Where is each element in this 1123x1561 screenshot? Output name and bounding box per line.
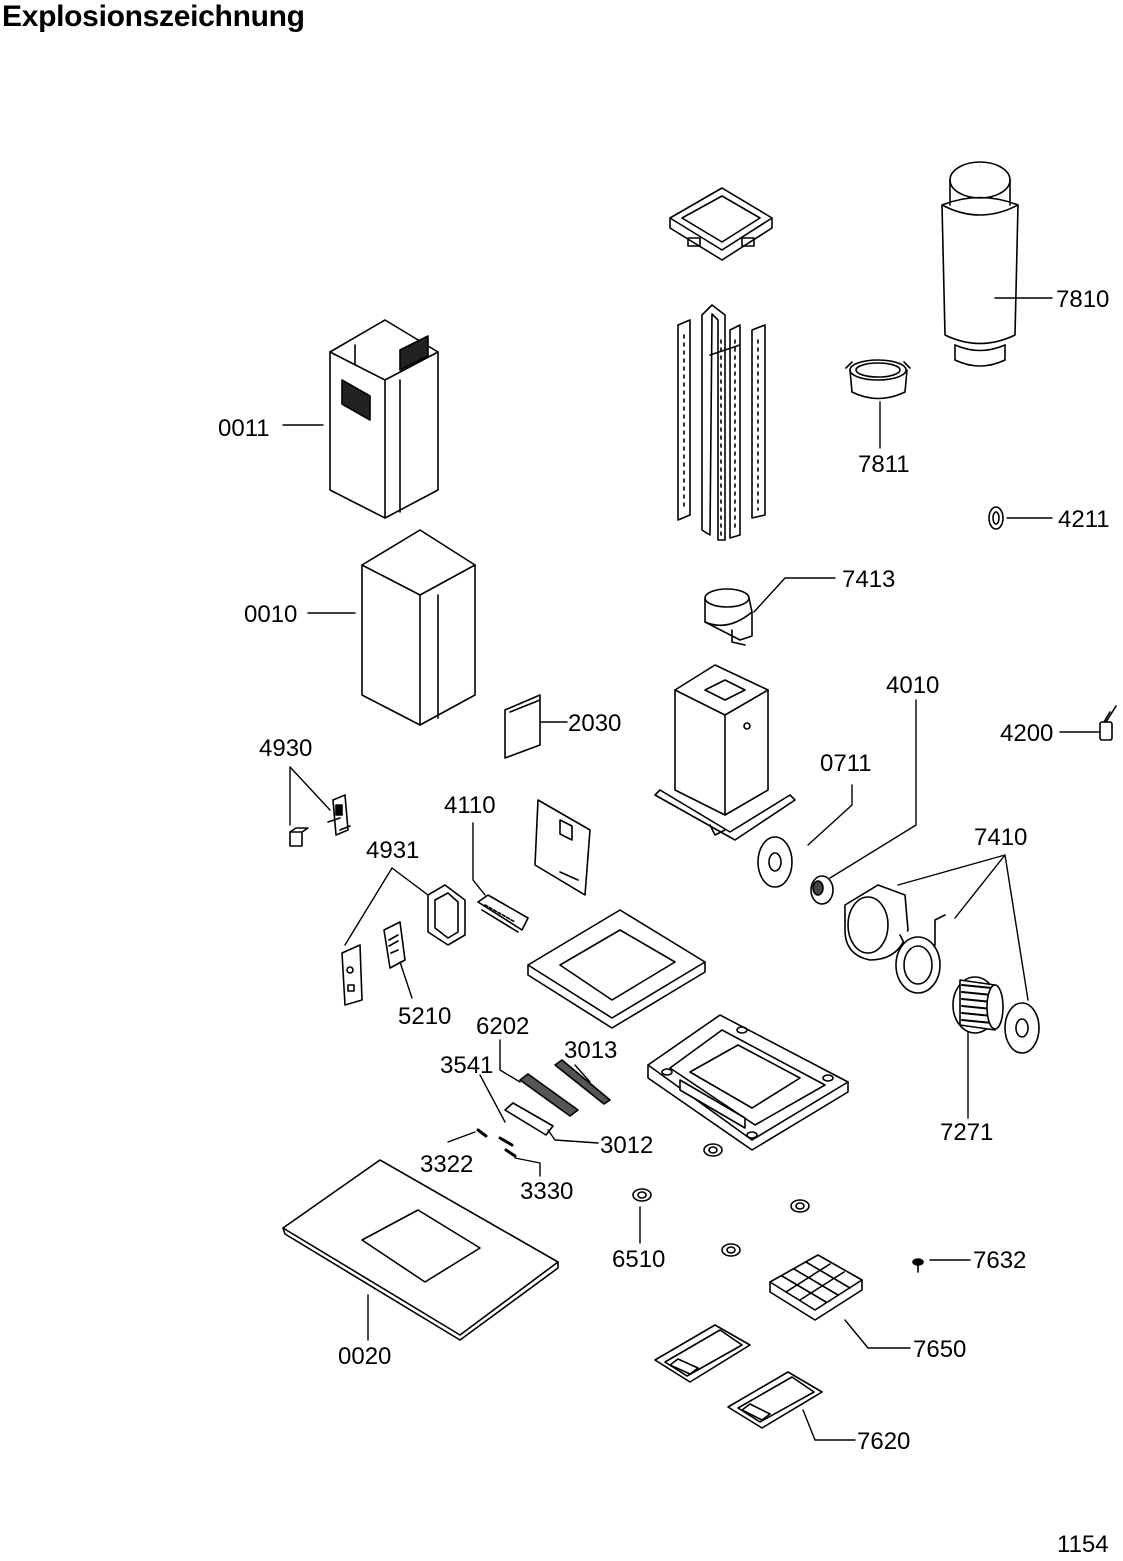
label-0011: 0011 bbox=[218, 415, 270, 442]
label-7413: 7413 bbox=[842, 566, 895, 593]
label-4110: 4110 bbox=[444, 792, 496, 819]
part-4200-capacitor bbox=[1100, 706, 1116, 740]
part-4110-light bbox=[478, 895, 528, 932]
label-0010: 0010 bbox=[244, 601, 297, 628]
label-5210: 5210 bbox=[398, 1003, 451, 1030]
page-number: 1154 bbox=[1057, 1531, 1109, 1558]
part-hood-tray bbox=[648, 1015, 848, 1150]
label-3012: 3012 bbox=[600, 1132, 653, 1159]
part-0011-upper-chimney bbox=[330, 320, 438, 518]
part-7811-ring bbox=[846, 360, 910, 399]
part-7271-blower-wheel bbox=[953, 977, 1003, 1033]
label-4931: 4931 bbox=[366, 837, 419, 864]
part-6510-dampers bbox=[633, 1144, 809, 1256]
label-7410: 7410 bbox=[974, 824, 1027, 851]
part-4931-control-frame bbox=[342, 885, 465, 1005]
part-motor-housing bbox=[655, 665, 795, 840]
part-7810-duct-hose bbox=[942, 162, 1018, 366]
label-7650: 7650 bbox=[913, 1336, 966, 1363]
label-0711: 0711 bbox=[820, 750, 872, 777]
label-7810: 7810 bbox=[1056, 286, 1109, 313]
part-7410-fan-housing bbox=[845, 885, 1039, 1053]
label-7271: 7271 bbox=[940, 1119, 993, 1146]
part-2030-panel bbox=[505, 695, 540, 758]
part-4010-motor bbox=[811, 876, 833, 904]
label-6202: 6202 bbox=[476, 1013, 529, 1040]
label-4211: 4211 bbox=[1058, 506, 1110, 533]
label-0020: 0020 bbox=[338, 1343, 391, 1370]
part-0711-ring-plate bbox=[758, 837, 792, 887]
label-6510: 6510 bbox=[612, 1246, 665, 1273]
label-3330: 3330 bbox=[520, 1178, 573, 1205]
part-5210-circuit-board bbox=[384, 922, 405, 968]
label-7811: 7811 bbox=[858, 451, 910, 478]
part-7632-screw bbox=[913, 1259, 923, 1272]
label-4200: 4200 bbox=[1000, 720, 1053, 747]
part-4930-bracket bbox=[290, 795, 350, 846]
label-2030: 2030 bbox=[568, 710, 621, 737]
label-7632: 7632 bbox=[973, 1247, 1026, 1274]
label-3013: 3013 bbox=[564, 1037, 617, 1064]
part-labels: 0011 0010 0020 0711 2030 3012 3013 3322 … bbox=[218, 286, 1110, 1455]
label-7620: 7620 bbox=[857, 1428, 910, 1455]
label-4010: 4010 bbox=[886, 672, 939, 699]
part-7650-filter-grid bbox=[770, 1255, 862, 1320]
part-7413-air-outlet bbox=[705, 589, 752, 645]
part-control-board bbox=[535, 800, 590, 895]
leader-lines bbox=[282, 297, 1101, 1441]
label-4930: 4930 bbox=[259, 735, 312, 762]
part-0020-base-plate bbox=[283, 1160, 558, 1340]
label-3322: 3322 bbox=[420, 1151, 473, 1178]
part-0010-lower-chimney bbox=[362, 530, 475, 725]
part-top-bracket bbox=[670, 188, 772, 260]
page-title: Explosionszeichnung bbox=[2, 0, 305, 33]
label-3541: 3541 bbox=[440, 1052, 493, 1079]
part-small-components bbox=[478, 1060, 610, 1156]
part-support-rails bbox=[678, 305, 765, 540]
part-filter-frame bbox=[528, 910, 705, 1028]
part-7620-carbon-filters bbox=[655, 1325, 822, 1428]
part-4211-small-ring bbox=[989, 507, 1003, 529]
